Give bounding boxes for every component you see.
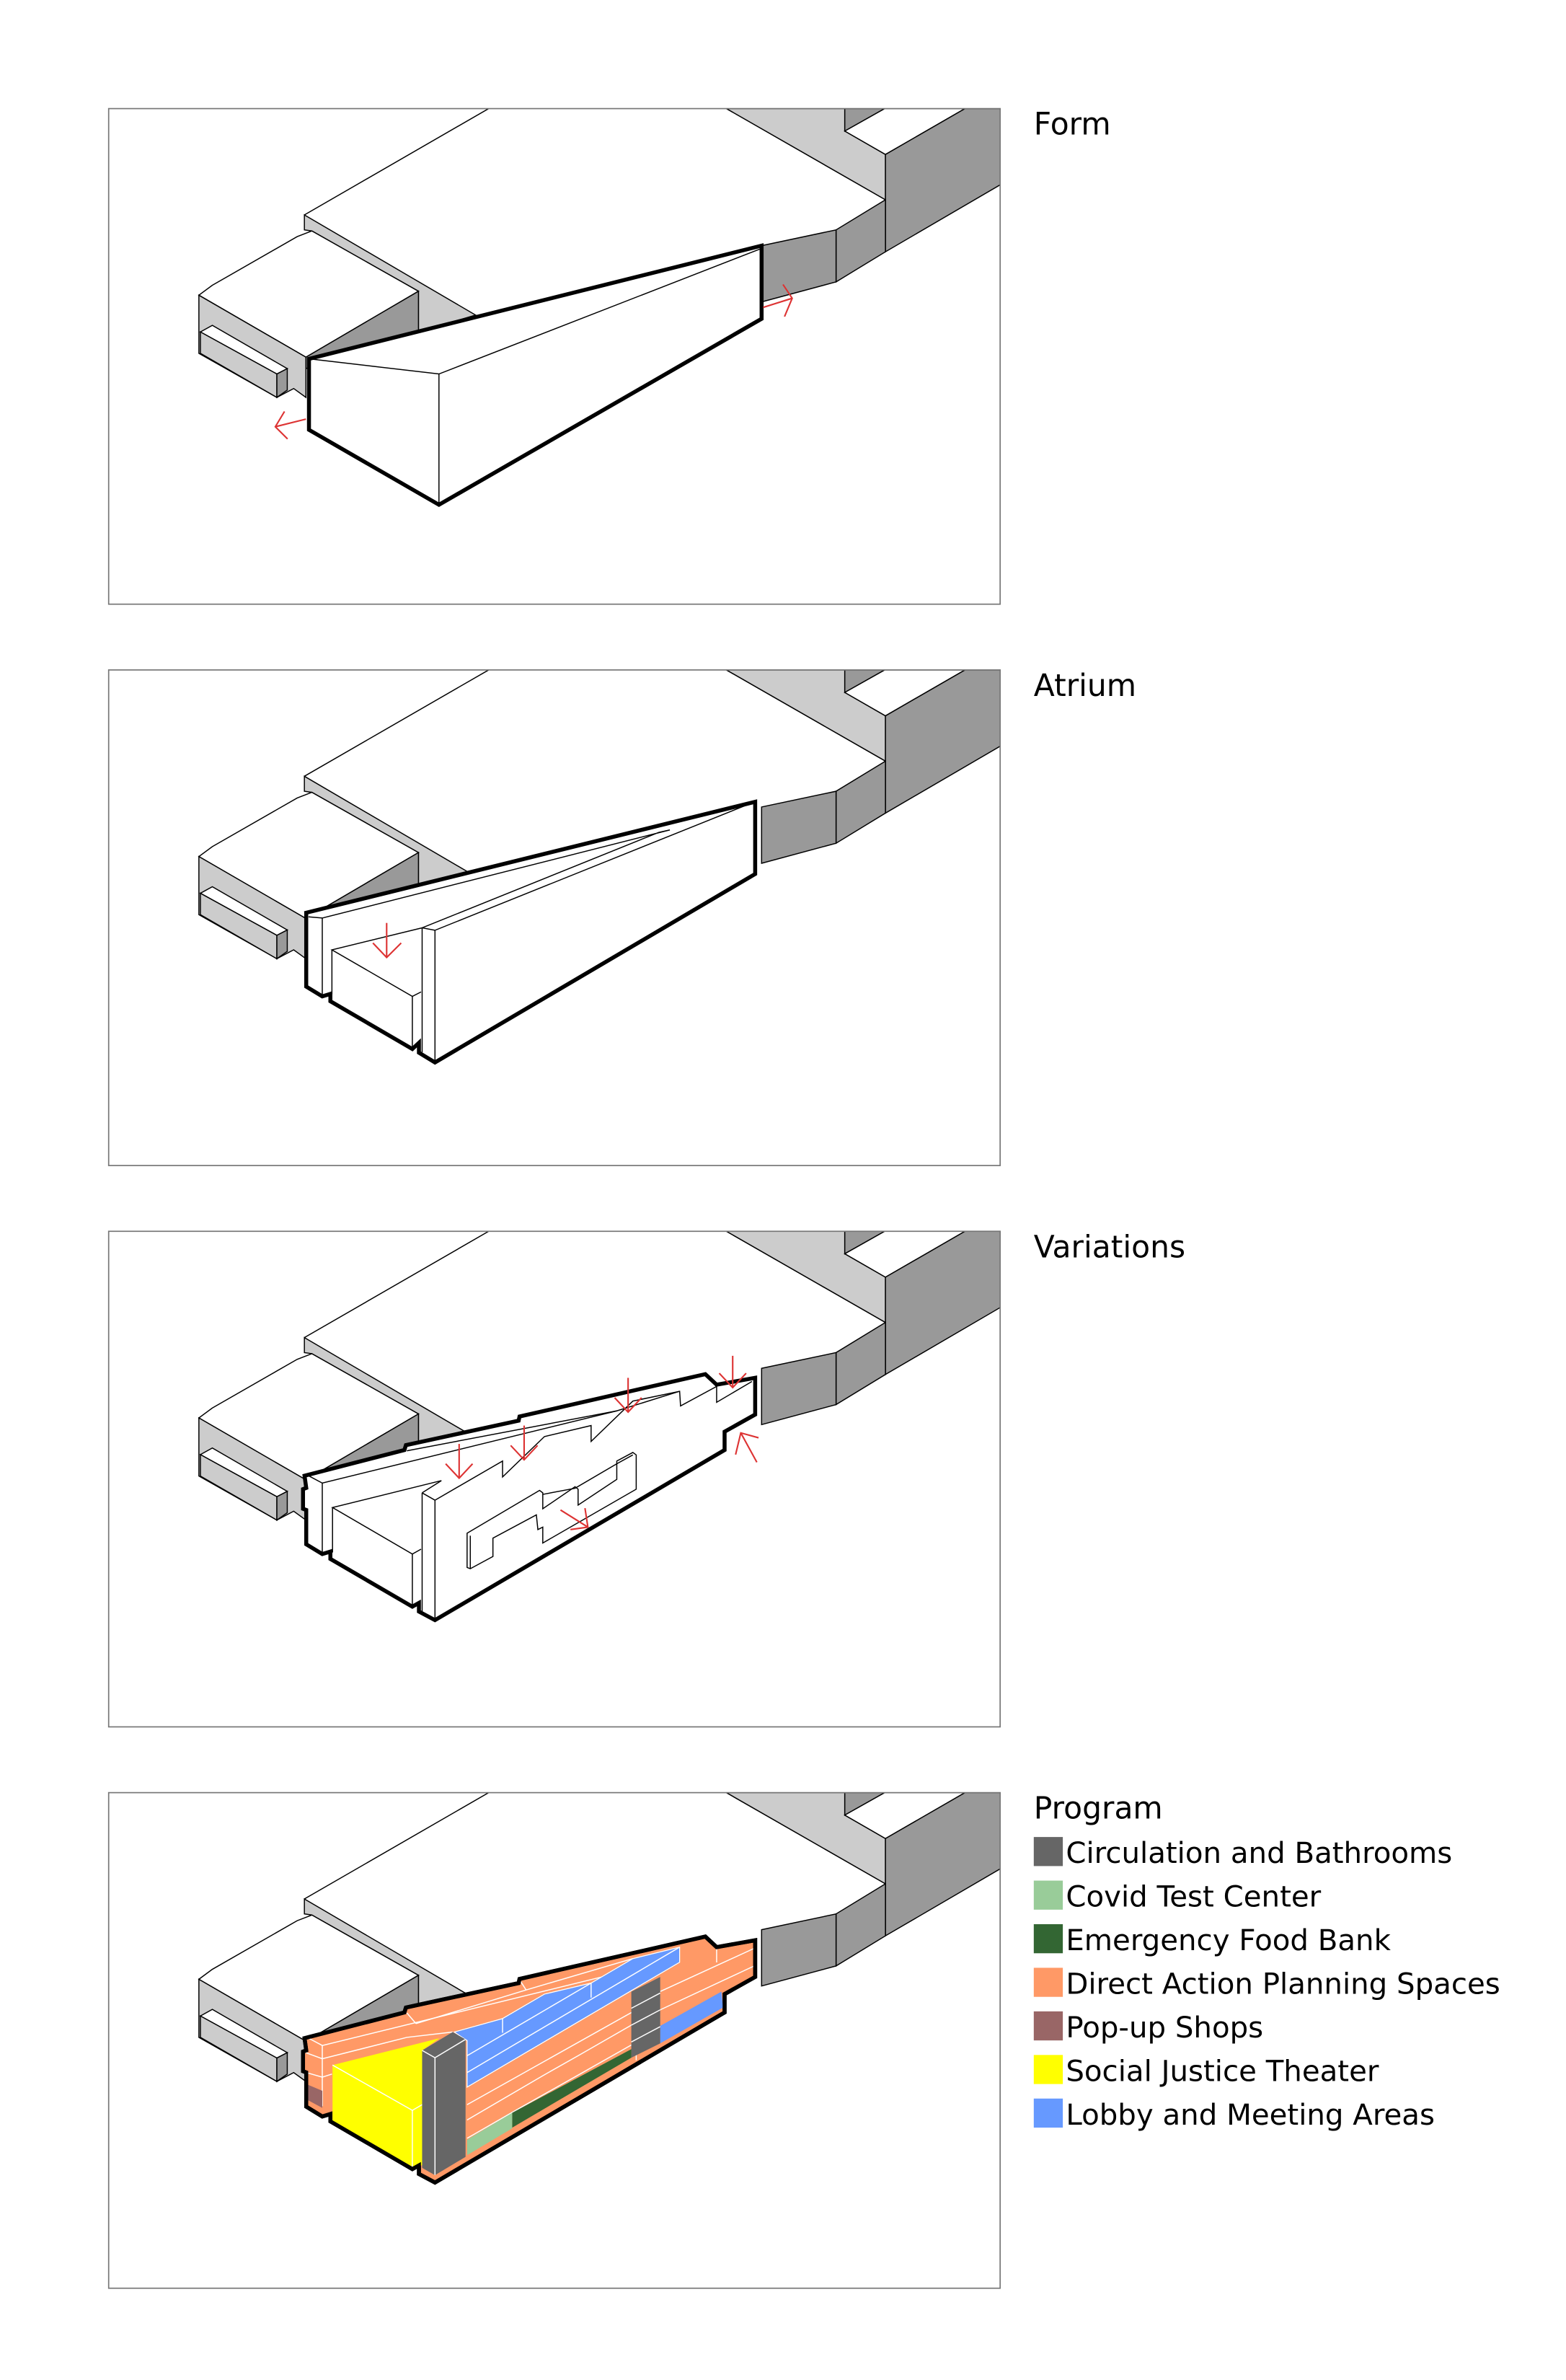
svg-text:Pop-up Shops: Pop-up Shops [1066,2011,1263,2045]
legend-item: Direct Action Planning Spaces [1033,1967,1500,2001]
atrium-volume [304,799,758,1065]
down-arrow-icon [614,1378,642,1414]
svg-text:Emergency Food Bank: Emergency Food Bank [1066,1923,1391,1957]
zone-lobby-meeting [660,1991,723,2044]
svg-text:Lobby and Meeting Areas: Lobby and Meeting Areas [1066,2098,1435,2132]
expand-arrow-right-icon [763,283,793,317]
diagonal-arrow-icon [559,1507,589,1530]
panel-variations: Variations [107,1230,1185,1728]
down-arrow-icon [510,1425,539,1461]
legend-item: Emergency Food Bank [1033,1923,1392,1957]
variations-volume [301,1372,758,1623]
panel-program: Program Circulation and Bathrooms Covid … [107,1791,1500,2289]
zone-lobby-meeting [453,1946,681,2088]
panel-title: Atrium [1034,669,1136,704]
panel-title: Program [1034,1791,1163,1827]
zone-covid-test [466,2112,513,2156]
panel-frame [107,1791,1001,2289]
down-arrow-icon [718,1355,747,1389]
form-volume [306,243,764,508]
panel-frame [107,1230,1001,1728]
panel-title: Form [1034,107,1111,143]
panel-form: Form [107,107,1111,605]
zone-food-bank [512,2049,632,2128]
legend-item: Social Justice Theater [1033,2054,1379,2088]
legend-item: Lobby and Meeting Areas [1033,2098,1435,2132]
program-volume [301,1934,758,2185]
svg-text:Social Justice Theater: Social Justice Theater [1066,2054,1379,2088]
svg-text:Circulation and Bathrooms: Circulation and Bathrooms [1066,1836,1452,1870]
legend-item: Covid Test Center [1033,1880,1322,1914]
panel-title: Variations [1034,1230,1185,1265]
window-cutout [466,1452,637,1569]
expand-arrow-left-icon [274,410,306,440]
zone-popup-shops [307,2084,322,2108]
legend-item: Pop-up Shops [1033,2011,1263,2045]
down-arrow-icon [445,1444,474,1480]
svg-text:Covid Test Center: Covid Test Center [1066,1880,1321,1914]
panel-frame [107,107,1001,605]
circulation-core [422,2032,466,2176]
svg-text:Direct Action Planning Spaces: Direct Action Planning Spaces [1066,1967,1500,2001]
up-arrow-icon [735,1432,759,1463]
legend-item: Circulation and Bathrooms [1033,1836,1452,1870]
panel-atrium: Atrium [107,669,1136,1166]
panel-frame [107,669,1001,1166]
down-arrow-icon [372,922,402,959]
program-legend: Circulation and Bathrooms Covid Test Cen… [1033,1836,1500,2132]
